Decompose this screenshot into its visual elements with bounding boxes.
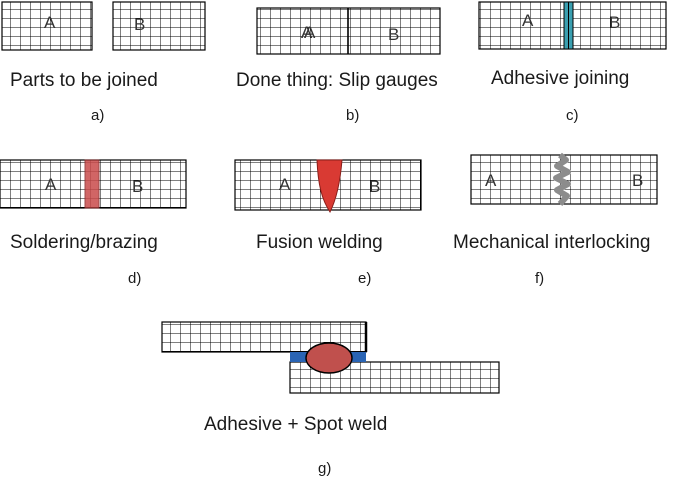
panel-e: A B Fusion welding e) <box>234 159 422 287</box>
solder-layer <box>84 159 100 209</box>
part-a-label: A <box>301 23 313 42</box>
panel-f: A B Mechanical interlocking f) <box>453 152 658 287</box>
part-b-label: B <box>632 171 643 190</box>
panel-g: Adhesive + Spot weld g) <box>161 321 500 477</box>
interlock-seam <box>553 152 571 206</box>
panel-b-caption: Done thing: Slip gauges <box>236 70 438 91</box>
fusion-weld-bead <box>316 159 343 213</box>
panel-d-label: d) <box>128 270 141 287</box>
panel-a-label: a) <box>91 107 104 124</box>
part-a-label: A <box>279 175 291 194</box>
panel-c: A B Adhesive joining c) <box>478 1 667 124</box>
part-a-label: A <box>485 171 497 190</box>
part-b-label: B <box>132 177 143 196</box>
part-a-label: A <box>522 11 534 30</box>
part-b-label: B <box>369 177 380 196</box>
panel-g-label: g) <box>318 460 331 477</box>
panel-d-caption: Soldering/brazing <box>10 232 158 253</box>
part-b-label: B <box>134 15 145 34</box>
part-a-block <box>1 1 93 51</box>
panel-d: A B Soldering/brazing d) <box>0 159 187 287</box>
part-a-label: A <box>45 175 57 194</box>
part-a-ghost-label: A <box>304 23 316 42</box>
panel-e-label: e) <box>358 270 371 287</box>
part-a-label: A <box>44 13 56 32</box>
panel-a-caption: Parts to be joined <box>10 70 158 91</box>
part-b-label: B <box>609 13 620 32</box>
panel-f-caption: Mechanical interlocking <box>453 232 651 253</box>
part-b-block <box>112 1 206 51</box>
panel-b: A A B Done thing: Slip gauges b) <box>236 7 441 124</box>
panel-b-label: b) <box>346 107 359 124</box>
panel-c-label: c) <box>566 107 579 124</box>
part-b-label: B <box>388 25 399 44</box>
panel-e-caption: Fusion welding <box>256 232 383 253</box>
panel-c-caption: Adhesive joining <box>491 68 629 89</box>
panel-g-caption: Adhesive + Spot weld <box>204 414 387 435</box>
panel-a: A B Parts to be joined a) <box>1 1 206 124</box>
spot-weld-nugget <box>305 342 353 374</box>
panel-f-label: f) <box>535 270 544 287</box>
